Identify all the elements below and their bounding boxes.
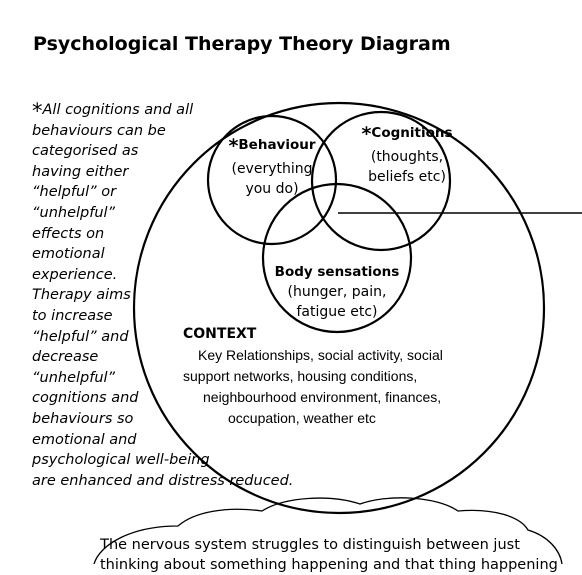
context-circle: [132, 101, 546, 515]
cognitions-detail: (thoughts,: [370, 149, 444, 165]
side-note-line: “helpful” and: [32, 328, 129, 345]
side-note-line: cognitions and: [32, 390, 139, 407]
behaviour-heading: Behaviour: [238, 137, 316, 153]
context-line: Key Relationships, social activity, soci…: [198, 347, 443, 363]
side-note-line: having either: [32, 163, 129, 180]
cognitions-detail: beliefs etc): [368, 169, 446, 185]
context-title: CONTEXT: [183, 326, 257, 342]
diagram-title: Psychological Therapy Theory Diagram: [33, 33, 451, 55]
behaviour-circle: [206, 114, 338, 246]
asterisk-marker: *: [228, 135, 239, 157]
side-note-line: are enhanced and distress reduced.: [32, 472, 294, 489]
body-sensations-detail: fatigue etc): [296, 304, 378, 320]
body-sensations-label: Body sensations (hunger, pain, fatigue e…: [267, 261, 407, 322]
context-line: neighbourhood environment, finances,: [203, 389, 442, 405]
side-note: *All cognitions and all behaviours can b…: [32, 99, 294, 491]
body-sensations-detail: (hunger, pain,: [287, 284, 387, 300]
side-note-line: emotional and: [32, 431, 137, 448]
cloud-line: The nervous system struggles to distingu…: [100, 537, 520, 553]
cognitions-circle: [310, 110, 452, 252]
side-note-line: psychological well-being: [32, 452, 210, 469]
context-line: occupation, weather etc: [228, 410, 376, 426]
context-line: support networks, housing conditions,: [183, 368, 418, 384]
side-note-line: “unhelpful”: [32, 369, 116, 386]
side-note-line: *All cognitions and all: [32, 99, 194, 123]
side-note-line: Therapy aims: [32, 287, 131, 304]
cloud-line: thinking about something happening and t…: [100, 557, 558, 573]
context-block: CONTEXT: [183, 326, 256, 343]
body-sensations-circle: [261, 182, 413, 334]
cloud-caption: The nervous system struggles to distingu…: [100, 535, 558, 575]
behaviour-detail: (everything: [231, 161, 313, 177]
side-note-line: categorised as: [32, 143, 139, 160]
side-note-line: behaviours so: [32, 410, 134, 427]
side-note-line: experience.: [32, 266, 118, 283]
side-note-line: to increase: [32, 307, 113, 324]
side-note-line: emotional: [32, 246, 105, 263]
behaviour-detail: you do): [245, 181, 299, 197]
thought-cloud: [93, 497, 563, 564]
side-note-line: decrease: [32, 349, 99, 366]
cognitions-heading: Cognitions: [371, 125, 453, 141]
side-note-line: “helpful” or: [32, 184, 117, 201]
side-note-line: behaviours can be: [32, 122, 166, 139]
behaviour-label: *Behaviour (everything you do): [212, 134, 332, 199]
asterisk-marker: *: [32, 99, 43, 123]
body-sensations-heading: Body sensations: [274, 264, 400, 280]
side-note-line: effects on: [32, 225, 105, 242]
cognitions-label: *Cognitions (thoughts, beliefs etc): [347, 122, 467, 187]
asterisk-marker: *: [361, 123, 372, 145]
side-note-line: “unhelpful”: [32, 204, 116, 221]
